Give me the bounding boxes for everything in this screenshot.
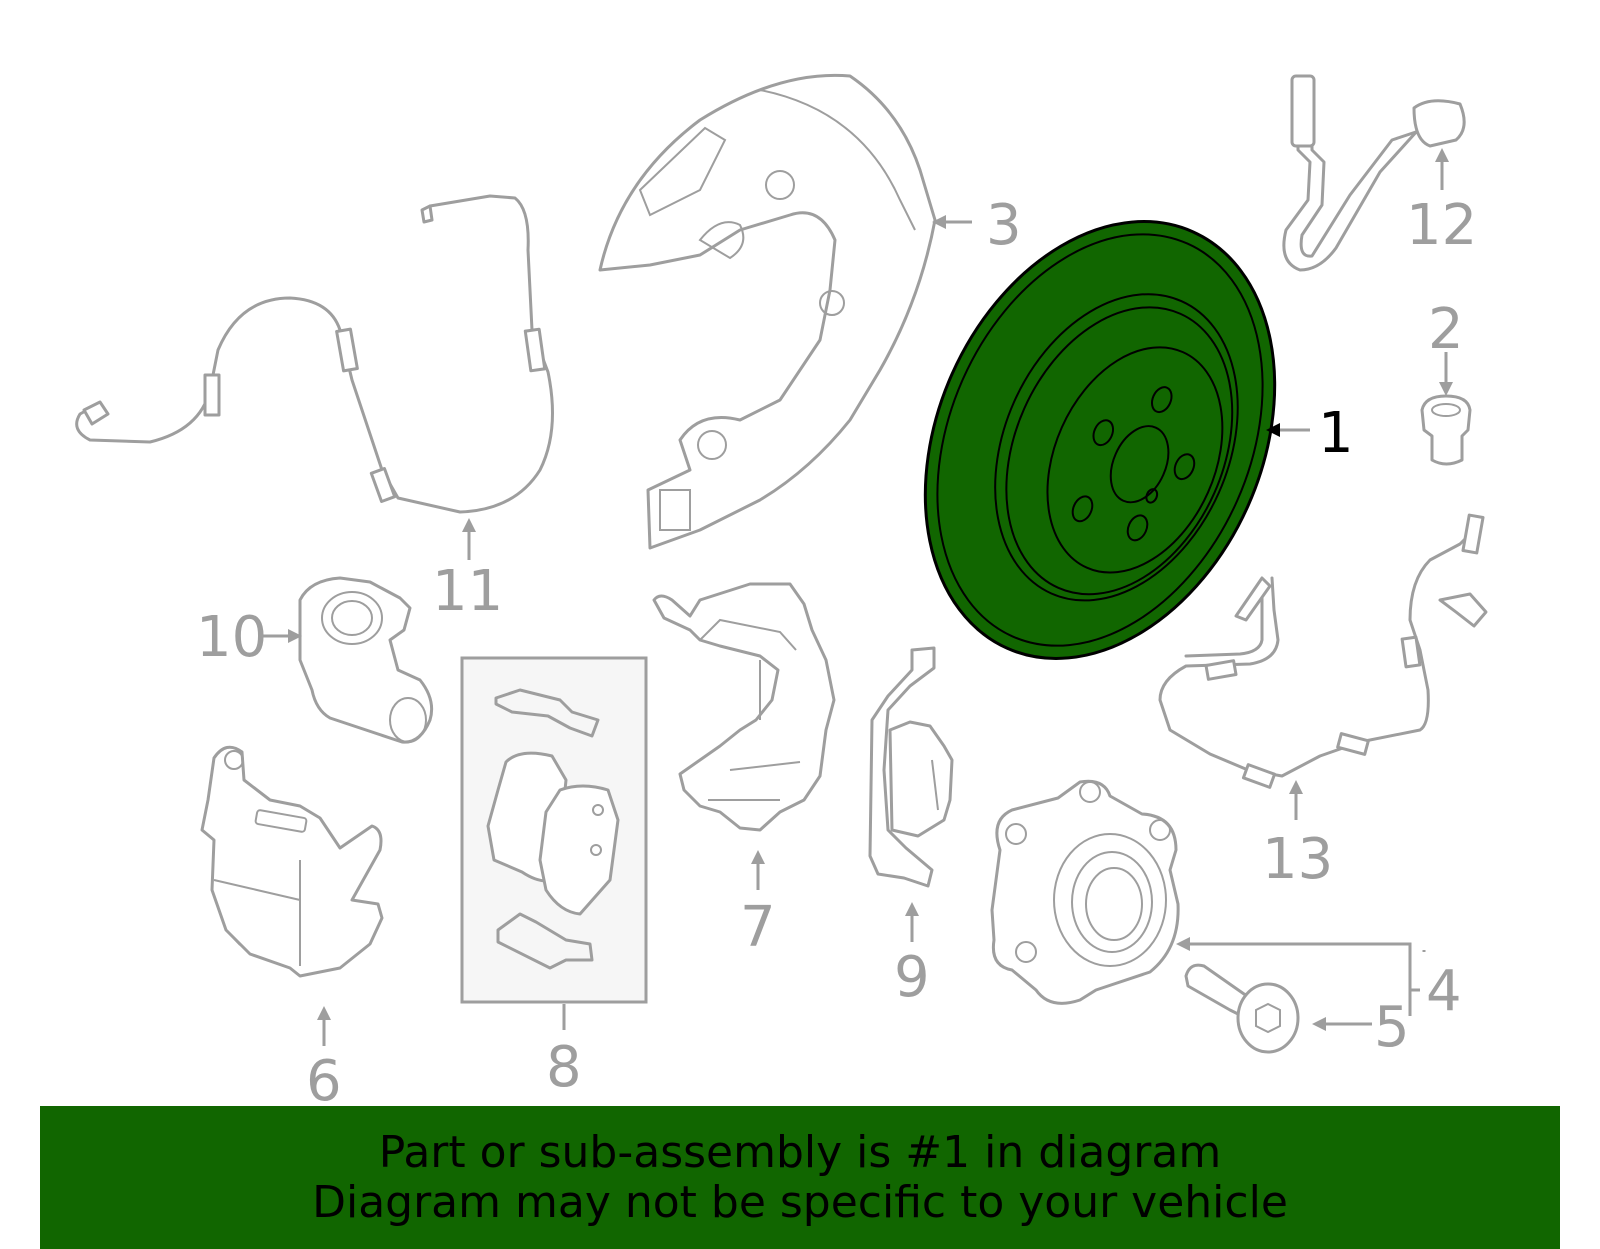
callout-8: 8 <box>546 1035 582 1100</box>
info-banner: Part or sub-assembly is #1 in diagram Di… <box>40 1106 1560 1249</box>
part-6-brake-caliper[interactable] <box>200 745 384 978</box>
part-7-caliper-bracket[interactable] <box>652 582 836 832</box>
part-3-dust-shield[interactable] <box>598 73 937 550</box>
callout-5: 5 <box>1374 995 1410 1060</box>
banner-line-1: Part or sub-assembly is #1 in diagram <box>378 1126 1222 1178</box>
callout-arrows <box>262 148 1453 1046</box>
part-10-parking-brake-motor[interactable] <box>298 576 434 744</box>
callout-3: 3 <box>986 193 1022 258</box>
part-4-wheel-hub[interactable] <box>990 779 1180 1005</box>
callout-13: 13 <box>1262 827 1333 892</box>
callout-7: 7 <box>740 895 776 960</box>
callout-11: 11 <box>432 559 503 624</box>
part-9-pad-clip[interactable] <box>868 646 954 888</box>
part-2-bushing[interactable] <box>1420 394 1472 466</box>
part-12-sensor-wire[interactable] <box>1282 74 1466 272</box>
callout-12: 12 <box>1406 193 1477 258</box>
part-13-sensor-wire[interactable] <box>1158 513 1488 789</box>
callout-4: 4 <box>1426 959 1462 1024</box>
part-8-brake-pad-kit[interactable] <box>460 656 648 1004</box>
callout-1: 1 <box>1318 401 1354 466</box>
callout-2: 2 <box>1428 297 1464 362</box>
callout-10: 10 <box>196 605 267 670</box>
part-1-brake-rotor[interactable] <box>859 166 1340 714</box>
part-11-abs-sensor-wire[interactable] <box>75 194 554 514</box>
callout-6: 6 <box>306 1049 342 1114</box>
callout-labels: 3 1 2 12 11 10 13 7 9 4 5 6 8 <box>196 193 1477 1114</box>
banner-line-2: Diagram may not be specific to your vehi… <box>312 1176 1288 1228</box>
part-5-hub-bolt[interactable] <box>1184 963 1300 1054</box>
callout-9: 9 <box>894 945 930 1010</box>
